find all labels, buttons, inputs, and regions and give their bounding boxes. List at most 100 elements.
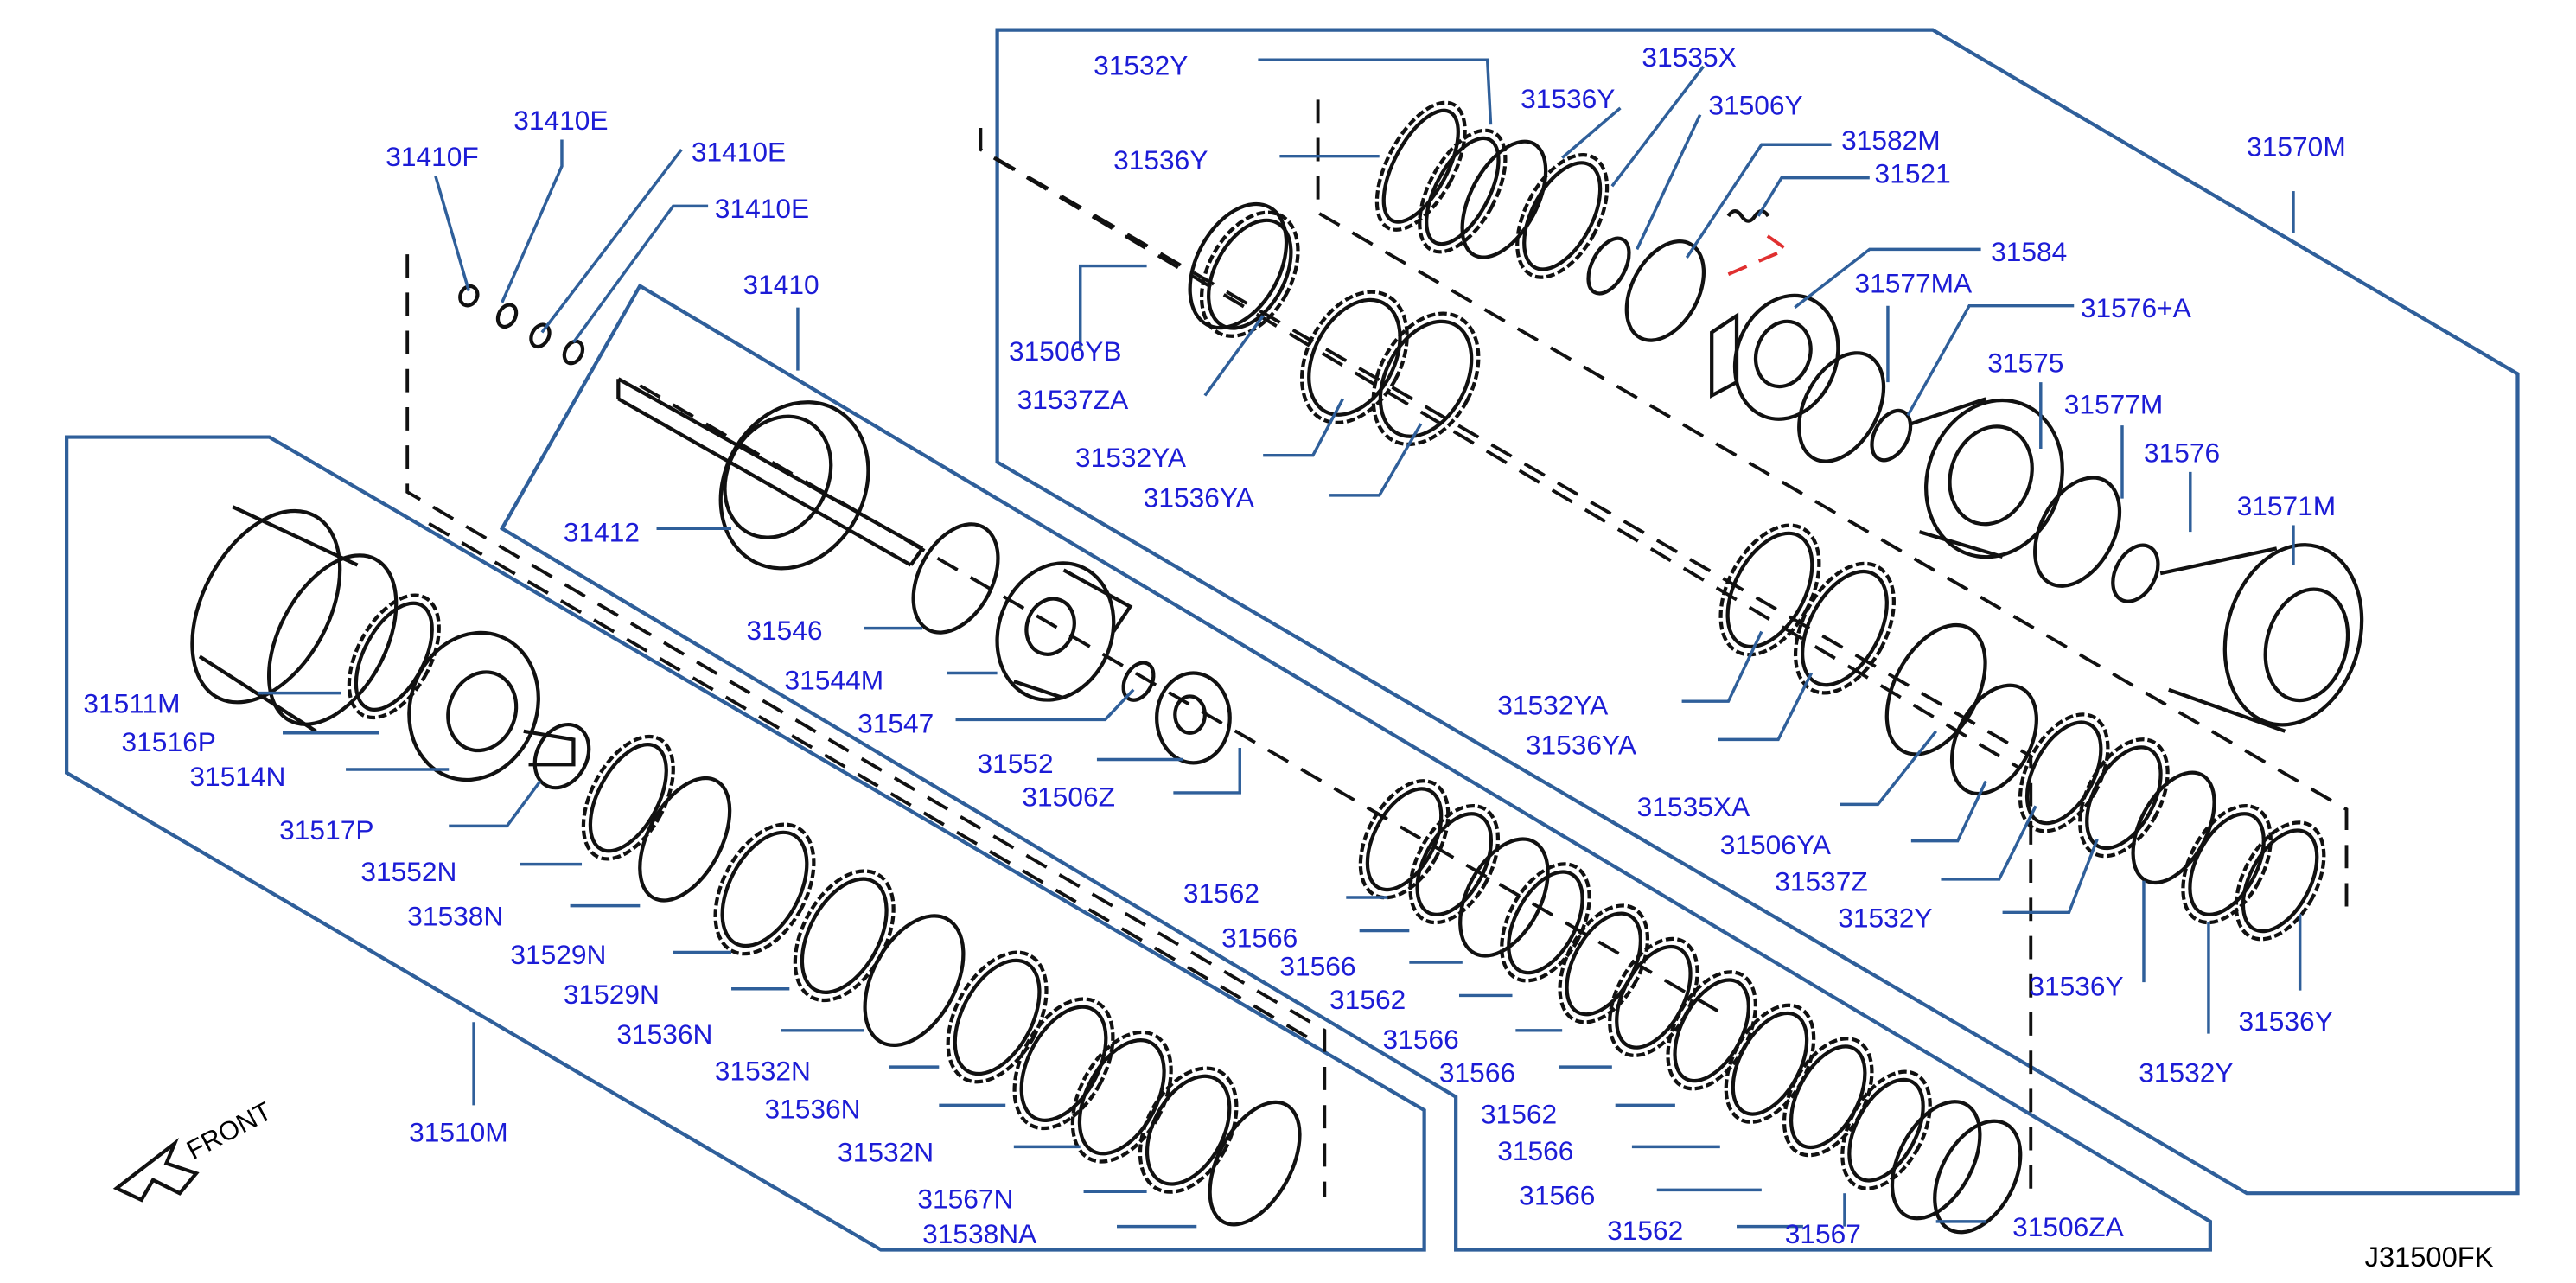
snap-ring xyxy=(1949,683,2038,796)
leader-line xyxy=(1906,303,2075,417)
plate-31544m xyxy=(995,561,1133,702)
part-label[interactable]: 31552 xyxy=(978,748,1054,779)
snap-ring xyxy=(863,914,966,1048)
part-label[interactable]: 31536N xyxy=(616,1018,712,1050)
clutch-plate xyxy=(1418,128,1508,254)
part-label[interactable]: 31576+A xyxy=(2081,292,2192,323)
components xyxy=(112,209,2364,1203)
part-label[interactable]: 31577M xyxy=(2064,389,2164,420)
part-label[interactable]: 31410E xyxy=(692,136,786,167)
clutch-plate-inner xyxy=(588,742,668,853)
part-label[interactable]: 31410 xyxy=(743,269,819,300)
part-label[interactable]: 31506YA xyxy=(1720,829,1832,860)
part-label[interactable]: 31562 xyxy=(1607,1215,1683,1246)
leader-line xyxy=(1263,398,1344,457)
part-label[interactable]: 31567N xyxy=(917,1183,1013,1214)
part-label[interactable]: 31532Y xyxy=(1838,903,1932,934)
part-label[interactable]: 31511M xyxy=(83,688,180,719)
part-label[interactable]: 31410E xyxy=(513,105,608,136)
part-label[interactable]: 31536N xyxy=(764,1094,860,1125)
part-label[interactable]: 31517P xyxy=(279,814,373,846)
part-label[interactable]: 31535XA xyxy=(1637,791,1750,822)
part-label[interactable]: 31571M xyxy=(2237,490,2337,521)
part-label[interactable]: 31506YB xyxy=(1009,335,1121,367)
part-label[interactable]: 31516P xyxy=(122,726,216,757)
spring-bracket xyxy=(1727,227,1790,276)
snap-ring xyxy=(458,284,480,308)
part-label[interactable]: 31514N xyxy=(189,761,285,792)
part-label[interactable]: 31532Y xyxy=(1094,50,1188,81)
part-label[interactable]: 31566 xyxy=(1519,1180,1595,1211)
part-label[interactable]: 31544M xyxy=(785,665,884,696)
part-label[interactable]: 31535X xyxy=(1642,41,1736,73)
leader-line xyxy=(2002,839,2099,915)
part-label[interactable]: 31546 xyxy=(746,615,822,646)
leader-line xyxy=(1078,264,1147,349)
part-label[interactable]: 31562 xyxy=(1183,878,1259,909)
snap-ring xyxy=(532,722,591,790)
part-label[interactable]: 31582M xyxy=(1841,124,1941,156)
part-label[interactable]: 31576 xyxy=(2144,437,2220,468)
clutch-plate xyxy=(2234,820,2326,942)
part-label[interactable]: 31584 xyxy=(1991,236,2067,267)
part-label[interactable]: 31536Y xyxy=(1521,83,1615,114)
leader-line xyxy=(1203,315,1265,397)
hub-31552 xyxy=(1155,671,1232,765)
part-label[interactable]: 31562 xyxy=(1329,984,1406,1015)
part-label[interactable]: 31532YA xyxy=(1075,442,1187,473)
part-label[interactable]: 31536Y xyxy=(1113,144,1208,176)
part-label[interactable]: 31529N xyxy=(510,939,606,970)
snap-ring xyxy=(638,776,732,903)
part-label[interactable]: 31521 xyxy=(1875,157,1951,188)
part-label[interactable]: 31412 xyxy=(564,517,640,548)
snap-ring xyxy=(1797,351,1886,463)
part-label[interactable]: 31566 xyxy=(1497,1135,1573,1166)
part-label[interactable]: 31536YA xyxy=(1144,482,1255,513)
snap-ring xyxy=(1890,1100,1982,1221)
part-label[interactable]: 31532N xyxy=(715,1055,811,1086)
part-label[interactable]: 31577MA xyxy=(1854,267,1973,298)
clutch-plate-inner xyxy=(1307,297,1402,417)
part-label[interactable]: 31536Y xyxy=(2029,970,2123,1001)
front-label: FRONT xyxy=(182,1095,277,1165)
snap-ring xyxy=(2033,476,2122,588)
part-label[interactable]: 31536YA xyxy=(1526,730,1637,761)
part-label[interactable]: 31510M xyxy=(409,1117,508,1148)
clutch-plate xyxy=(1199,210,1300,338)
clutch-plate xyxy=(1374,100,1467,232)
part-label[interactable]: 31537ZA xyxy=(1017,384,1130,415)
clutch-plate-inner xyxy=(2024,720,2103,826)
part-label[interactable]: 31532N xyxy=(838,1137,934,1168)
snap-ring xyxy=(1624,239,1706,342)
part-label[interactable]: 31547 xyxy=(858,708,934,739)
part-label[interactable]: 31506ZA xyxy=(2012,1211,2125,1242)
part-label[interactable]: 31566 xyxy=(1383,1024,1459,1055)
snap-ring xyxy=(1884,622,1987,756)
part-label[interactable]: 31532YA xyxy=(1497,690,1609,721)
part-label[interactable]: 31506Z xyxy=(1022,781,1115,812)
axis-mid-dash-2 xyxy=(992,156,2020,769)
part-label[interactable]: 31536Y xyxy=(2239,1005,2333,1037)
part-label[interactable]: 31410F xyxy=(386,141,479,172)
clutch-plate xyxy=(793,869,896,1003)
leader-line xyxy=(1685,143,1832,259)
part-label[interactable]: 31570M xyxy=(2247,131,2346,163)
part-label[interactable]: 31538N xyxy=(407,901,503,932)
part-label[interactable]: 31562 xyxy=(1481,1098,1557,1129)
part-label[interactable]: 31537Z xyxy=(1775,865,1868,897)
part-label[interactable]: 31566 xyxy=(1279,950,1355,981)
leader-line xyxy=(540,148,683,334)
piston-31575 xyxy=(1910,397,2064,559)
part-label[interactable]: 31538NA xyxy=(922,1218,1037,1249)
part-label[interactable]: 31567 xyxy=(1785,1218,1861,1249)
part-label[interactable]: 31529N xyxy=(564,979,660,1010)
part-label[interactable]: 31566 xyxy=(1439,1056,1515,1088)
part-label[interactable]: 31410E xyxy=(715,193,809,224)
leader-line xyxy=(1840,730,1938,807)
part-label[interactable]: 31566 xyxy=(1221,922,1298,954)
part-label[interactable]: 31532Y xyxy=(2139,1056,2233,1088)
part-label[interactable]: 31506Y xyxy=(1708,90,1802,121)
clutch-plate xyxy=(946,950,1049,1084)
part-label[interactable]: 31552N xyxy=(360,856,456,887)
part-label[interactable]: 31575 xyxy=(1987,348,2063,379)
